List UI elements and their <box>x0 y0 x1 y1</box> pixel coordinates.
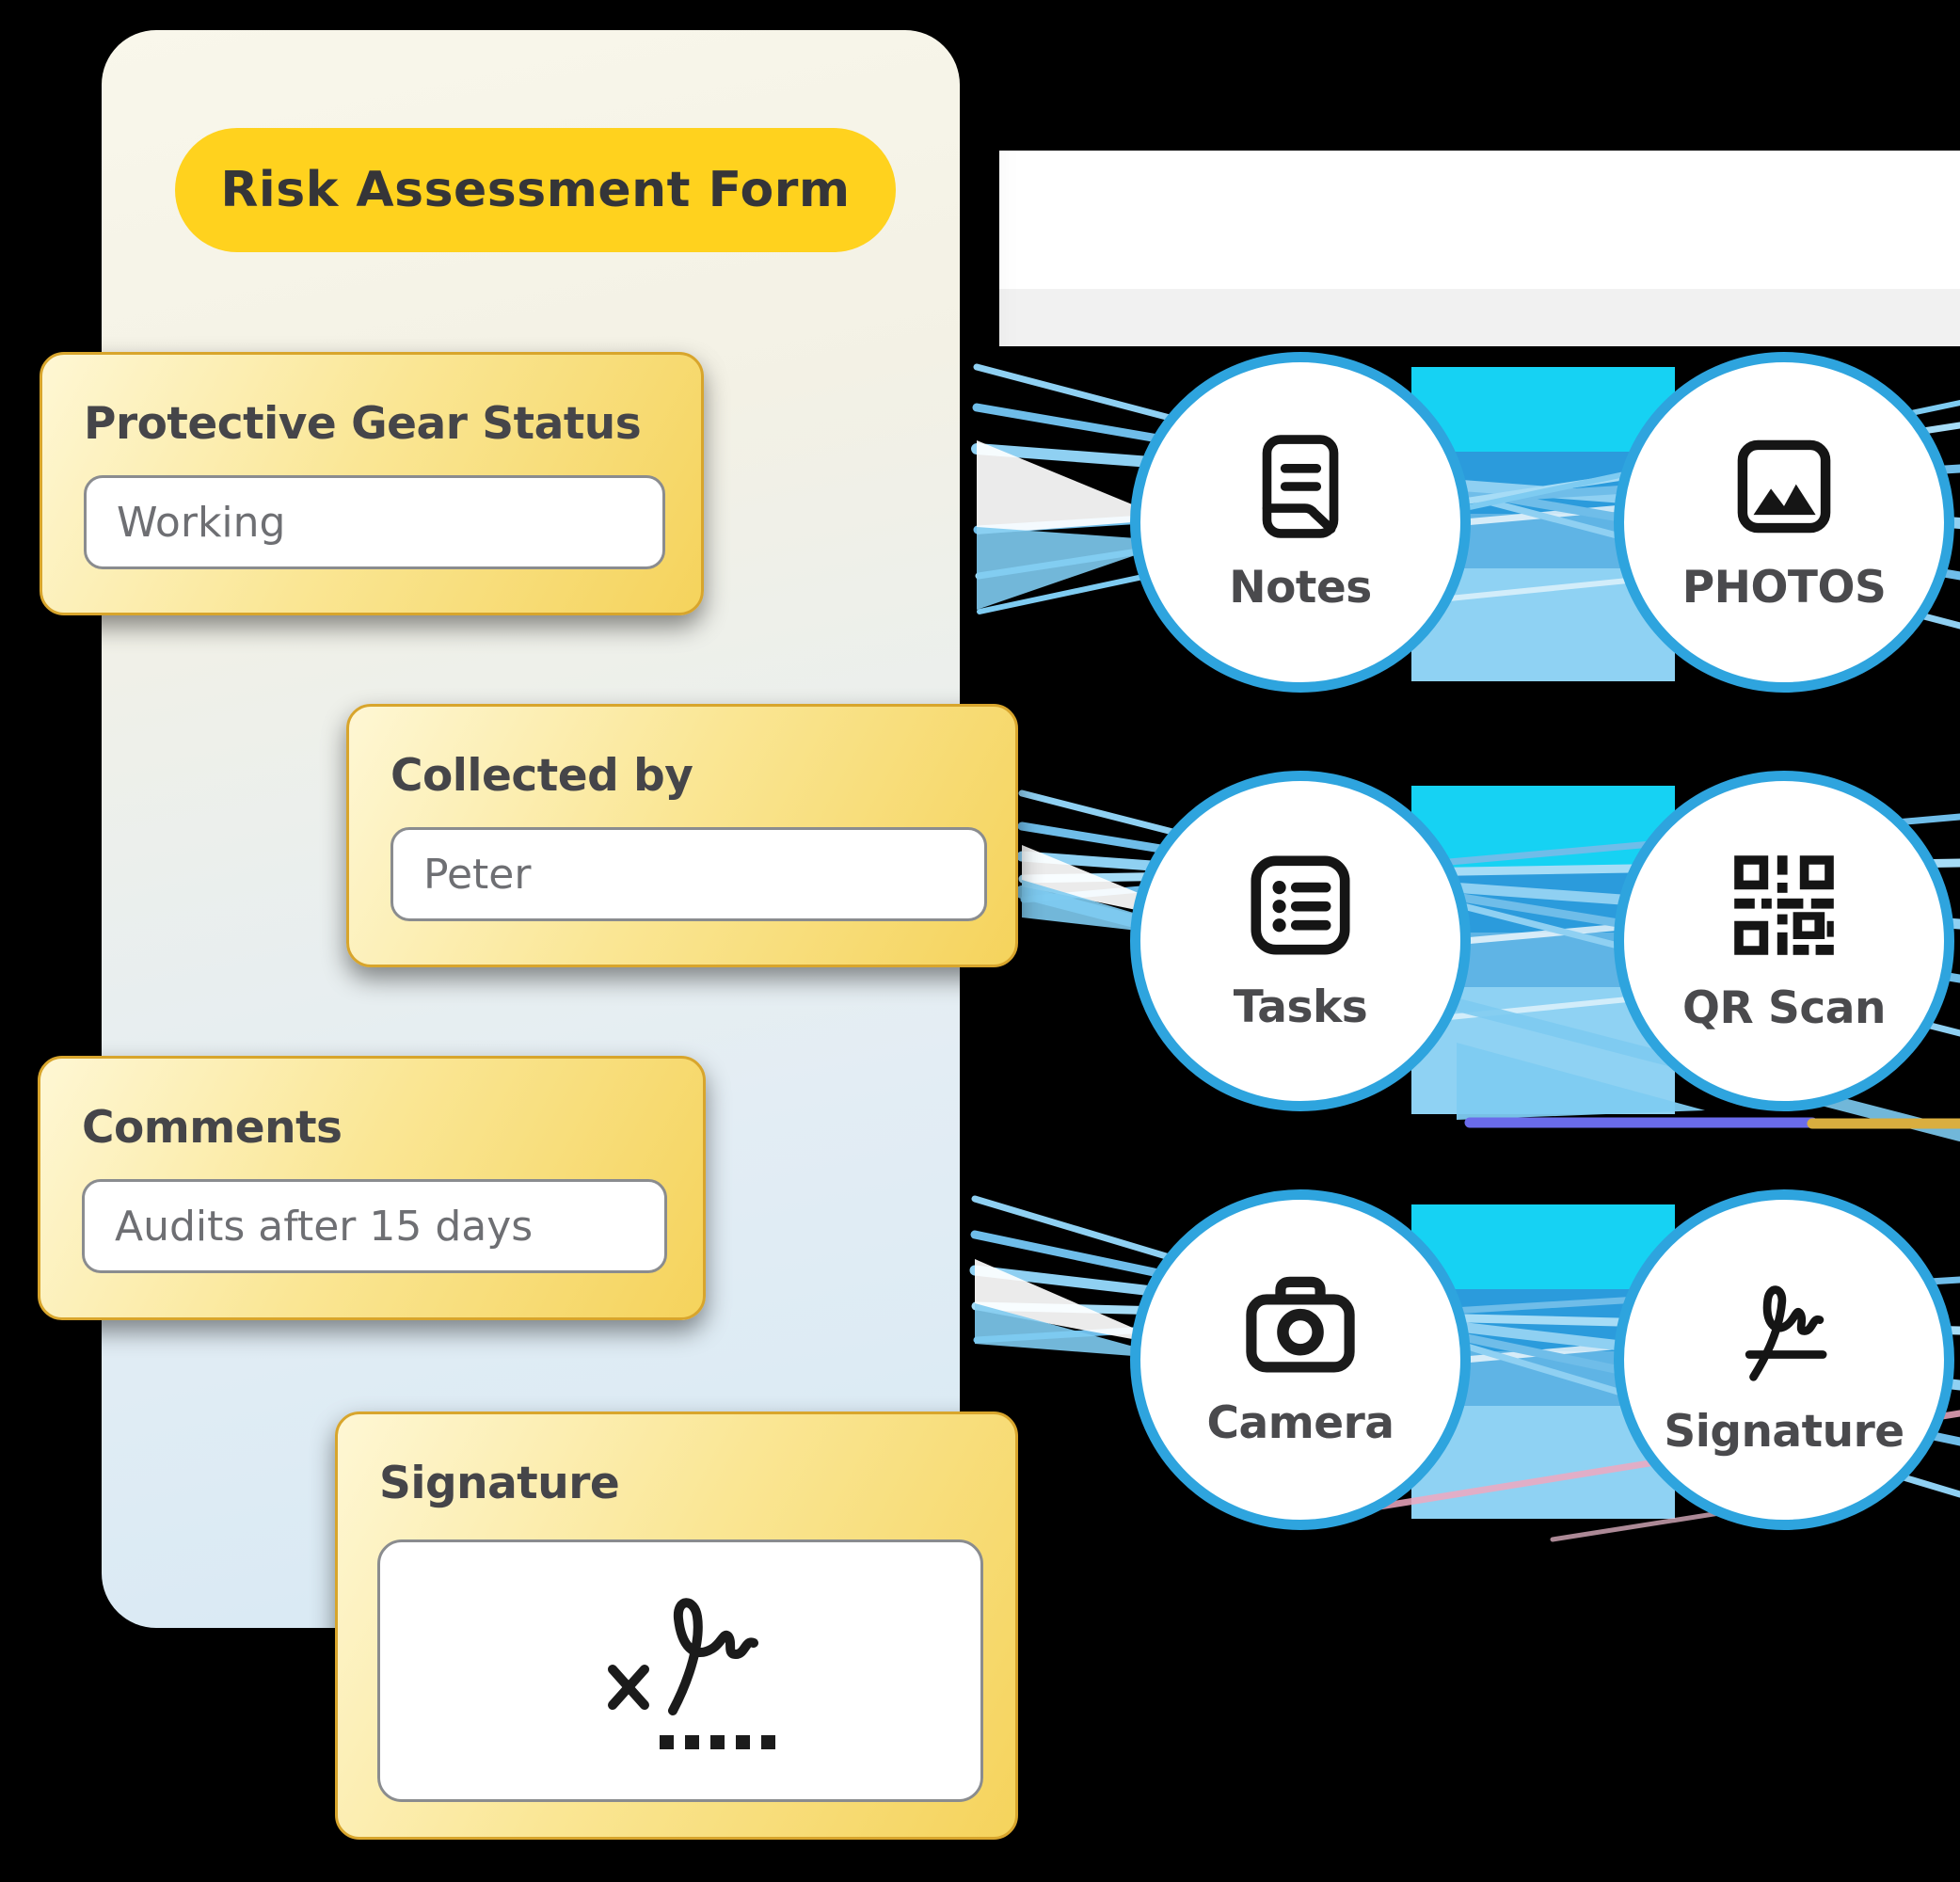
form-title: Risk Assessment Form <box>220 162 851 218</box>
field-label: Comments <box>82 1102 343 1154</box>
form-title-pill: Risk Assessment Form <box>175 128 896 252</box>
photos-icon <box>1737 439 1831 533</box>
feature-camera[interactable]: Camera <box>1130 1189 1471 1530</box>
tasks-icon <box>1251 854 1350 955</box>
feature-label: Camera <box>1206 1396 1394 1449</box>
field-card-protective-gear-status: Protective Gear Status <box>40 352 704 615</box>
signature-scribble-icon <box>608 1597 775 1749</box>
field-card-collected-by: Collected by <box>346 704 1018 967</box>
field-card-signature: Signature <box>335 1412 1018 1840</box>
field-label: Signature <box>379 1458 620 1509</box>
feature-notes[interactable]: Notes <box>1130 352 1471 693</box>
qr-scan-icon <box>1734 854 1834 955</box>
feature-label: PHOTOS <box>1681 561 1887 614</box>
background-band-gray <box>999 289 1960 346</box>
signature-pad[interactable] <box>377 1539 983 1802</box>
protective-gear-status-input[interactable] <box>84 475 665 569</box>
notes-icon <box>1262 434 1339 538</box>
signature-icon <box>1745 1284 1827 1381</box>
collected-by-input[interactable] <box>390 827 987 921</box>
background-band-white <box>999 151 1960 289</box>
feature-photos[interactable]: PHOTOS <box>1614 352 1954 693</box>
field-label: Protective Gear Status <box>84 398 642 450</box>
feature-signature[interactable]: Signature <box>1614 1189 1954 1530</box>
comments-input[interactable] <box>82 1179 667 1273</box>
feature-label: Signature <box>1664 1405 1904 1458</box>
feature-label: Notes <box>1229 561 1372 614</box>
feature-qr-scan[interactable]: QR Scan <box>1614 771 1954 1111</box>
camera-icon <box>1246 1276 1355 1372</box>
field-label: Collected by <box>390 750 693 802</box>
feature-tasks[interactable]: Tasks <box>1130 771 1471 1111</box>
feature-label: Tasks <box>1233 981 1368 1033</box>
feature-label: QR Scan <box>1682 981 1886 1034</box>
field-card-comments: Comments <box>38 1056 706 1320</box>
